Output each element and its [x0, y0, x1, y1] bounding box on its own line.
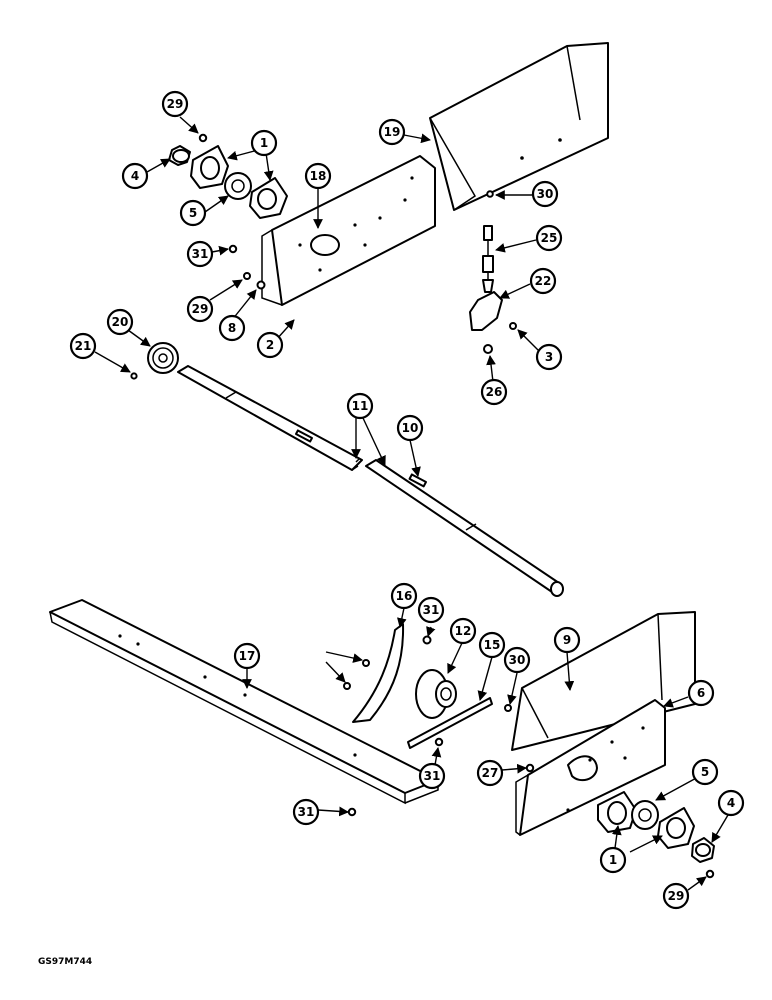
svg-text:3: 3	[545, 350, 553, 364]
upper-bearing-assembly	[168, 133, 288, 290]
svg-text:1: 1	[609, 853, 617, 867]
svg-text:4: 4	[131, 169, 139, 183]
svg-text:17: 17	[239, 649, 256, 663]
callout: 4	[121, 162, 149, 190]
callout: 29	[161, 90, 189, 118]
lower-side-plate	[515, 699, 666, 836]
svg-text:11: 11	[352, 399, 369, 413]
callout: 29	[662, 882, 690, 910]
svg-text:31: 31	[423, 603, 440, 617]
svg-text:5: 5	[189, 206, 197, 220]
callout: 29	[186, 295, 214, 323]
svg-text:31: 31	[192, 247, 209, 261]
svg-text:15: 15	[484, 638, 501, 652]
callout: 19	[378, 118, 406, 146]
svg-text:9: 9	[563, 633, 571, 647]
callout: 22	[529, 267, 557, 295]
svg-text:30: 30	[537, 187, 554, 201]
callout: 20	[106, 308, 134, 336]
svg-text:27: 27	[482, 766, 499, 780]
callout: 17	[233, 642, 261, 670]
svg-text:16: 16	[396, 589, 413, 603]
callout: 4	[717, 789, 745, 817]
callout: 3	[535, 343, 563, 371]
svg-text:29: 29	[192, 302, 209, 316]
hub-flange	[407, 669, 512, 749]
svg-text:31: 31	[298, 805, 315, 819]
callout: 25	[535, 224, 563, 252]
svg-text:29: 29	[167, 97, 184, 111]
callout: 27	[476, 759, 504, 787]
svg-text:26: 26	[486, 385, 503, 399]
callout: 16	[390, 582, 418, 610]
callout: 31	[417, 596, 445, 624]
callout: 5	[179, 199, 207, 227]
callout: 1	[599, 846, 627, 874]
callout: 8	[218, 314, 246, 342]
svg-text:10: 10	[402, 421, 419, 435]
curved-shield	[343, 623, 432, 723]
svg-text:5: 5	[701, 765, 709, 779]
svg-text:1: 1	[260, 136, 268, 150]
callout: 10	[396, 414, 424, 442]
callout: 5	[691, 758, 719, 786]
callout: 30	[531, 180, 559, 208]
svg-text:29: 29	[668, 889, 685, 903]
leader-lines	[94, 116, 729, 891]
callout: 12	[449, 617, 477, 645]
svg-text:19: 19	[384, 125, 401, 139]
svg-text:4: 4	[727, 796, 735, 810]
svg-text:22: 22	[535, 274, 552, 288]
callout: 15	[478, 631, 506, 659]
callout: 2	[256, 331, 284, 359]
callout: 31	[186, 240, 214, 268]
main-shaft	[177, 365, 564, 597]
svg-text:2: 2	[266, 338, 274, 352]
svg-text:21: 21	[75, 339, 92, 353]
svg-text:18: 18	[310, 169, 327, 183]
callout: 21	[69, 332, 97, 360]
callout: 1	[250, 129, 278, 157]
svg-text:30: 30	[509, 653, 526, 667]
callout: 9	[553, 626, 581, 654]
upper-hopper-shield	[429, 42, 609, 211]
callout: 6	[687, 679, 715, 707]
svg-text:20: 20	[112, 315, 129, 329]
sprocket	[130, 342, 179, 380]
sensor-bracket	[469, 190, 517, 354]
callouts: 29 1 4 5 18 19 30 31 25 22 29 8 2 3 20 2…	[69, 90, 745, 910]
svg-text:12: 12	[455, 624, 472, 638]
callout: 26	[480, 378, 508, 406]
callout: 31	[418, 762, 446, 790]
svg-text:31: 31	[424, 769, 441, 783]
callout: 30	[503, 646, 531, 674]
svg-text:25: 25	[541, 231, 558, 245]
figure-code: GS97M744	[38, 957, 93, 967]
svg-text:6: 6	[697, 686, 705, 700]
svg-text:8: 8	[228, 321, 236, 335]
lower-bearing-assembly	[597, 791, 715, 879]
callout: 11	[346, 392, 374, 420]
upper-side-plate	[261, 155, 436, 306]
callout: 18	[304, 162, 332, 190]
callout: 31	[292, 798, 320, 826]
